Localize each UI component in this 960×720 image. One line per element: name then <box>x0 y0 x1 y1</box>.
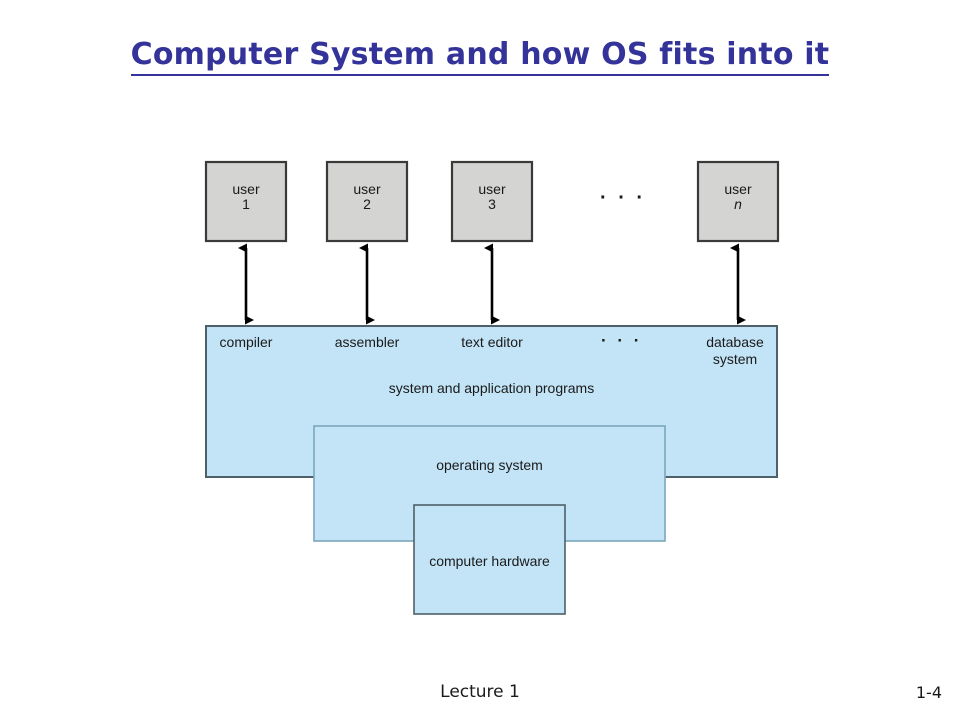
footer-lecture-label: Lecture 1 <box>440 682 520 702</box>
page-title: Computer System and how OS fits into it <box>130 38 830 76</box>
program-label-assembler: assembler <box>322 334 412 351</box>
user-label-2-number: 2 <box>363 196 371 212</box>
page-title-block: Computer System and how OS fits into it <box>0 38 960 76</box>
program-label-compiler: compiler <box>206 334 286 351</box>
programs-ellipsis: · · · <box>601 331 643 350</box>
program-label-database-system: database system <box>690 334 780 368</box>
program-label-text-editor: text editor <box>447 334 537 351</box>
users-ellipsis: · · · <box>600 187 647 209</box>
user-label-n: user n <box>698 182 778 212</box>
user-label-2: user 2 <box>327 182 407 212</box>
program-label-compiler-line1: compiler <box>219 334 273 350</box>
program-label-database-line1: database <box>706 334 764 350</box>
user-label-n-name: user <box>724 181 752 197</box>
program-label-assembler-line1: assembler <box>334 334 400 350</box>
computer-hardware-label: computer hardware <box>429 553 550 569</box>
computer-hardware-box[interactable] <box>413 504 566 615</box>
operating-system-label: operating system <box>436 457 543 473</box>
user-label-1-number: 1 <box>242 196 250 212</box>
os-architecture-diagram: user 1 user 2 user 3 user n · · · compil… <box>204 160 780 615</box>
user-label-3: user 3 <box>452 182 532 212</box>
system-and-application-programs-label: system and application programs <box>388 380 595 396</box>
user-label-1-name: user <box>232 181 260 197</box>
diagram-svg <box>204 160 780 615</box>
footer-page-number: 1-4 <box>915 683 942 702</box>
user-label-n-number: n <box>734 196 742 212</box>
user-program-connectors <box>238 243 746 325</box>
user-label-3-number: 3 <box>488 196 496 212</box>
user-boxes <box>204 160 780 243</box>
slide-footer: Lecture 1 1-4 <box>0 682 960 706</box>
user-label-3-name: user <box>478 181 506 197</box>
program-label-text-editor-line1: text editor <box>461 334 523 350</box>
user-box-3[interactable] <box>450 160 534 243</box>
user-box-n[interactable] <box>696 160 780 243</box>
user-box-2[interactable] <box>325 160 409 243</box>
user-box-1[interactable] <box>204 160 288 243</box>
user-label-1: user 1 <box>206 182 286 212</box>
user-label-2-name: user <box>353 181 381 197</box>
program-label-database-line2: system <box>712 351 758 367</box>
